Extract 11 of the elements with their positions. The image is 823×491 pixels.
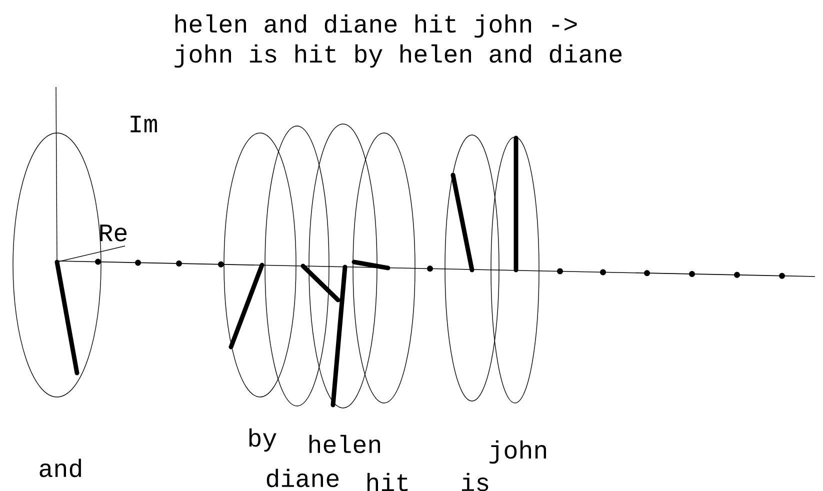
title-line: helen and diane hit john ->	[175, 14, 577, 38]
word-label: and	[40, 458, 81, 478]
word-label: hit	[367, 472, 408, 491]
word-label: is	[462, 472, 488, 491]
axis-label: Re	[100, 224, 127, 242]
word-label: by	[249, 428, 276, 452]
axis-label: Im	[130, 116, 157, 132]
word-label: john	[490, 440, 546, 464]
title-line: john is hit by helen and diane	[174, 44, 622, 68]
word-label: diane	[266, 468, 339, 488]
word-label: helen	[309, 434, 380, 454]
